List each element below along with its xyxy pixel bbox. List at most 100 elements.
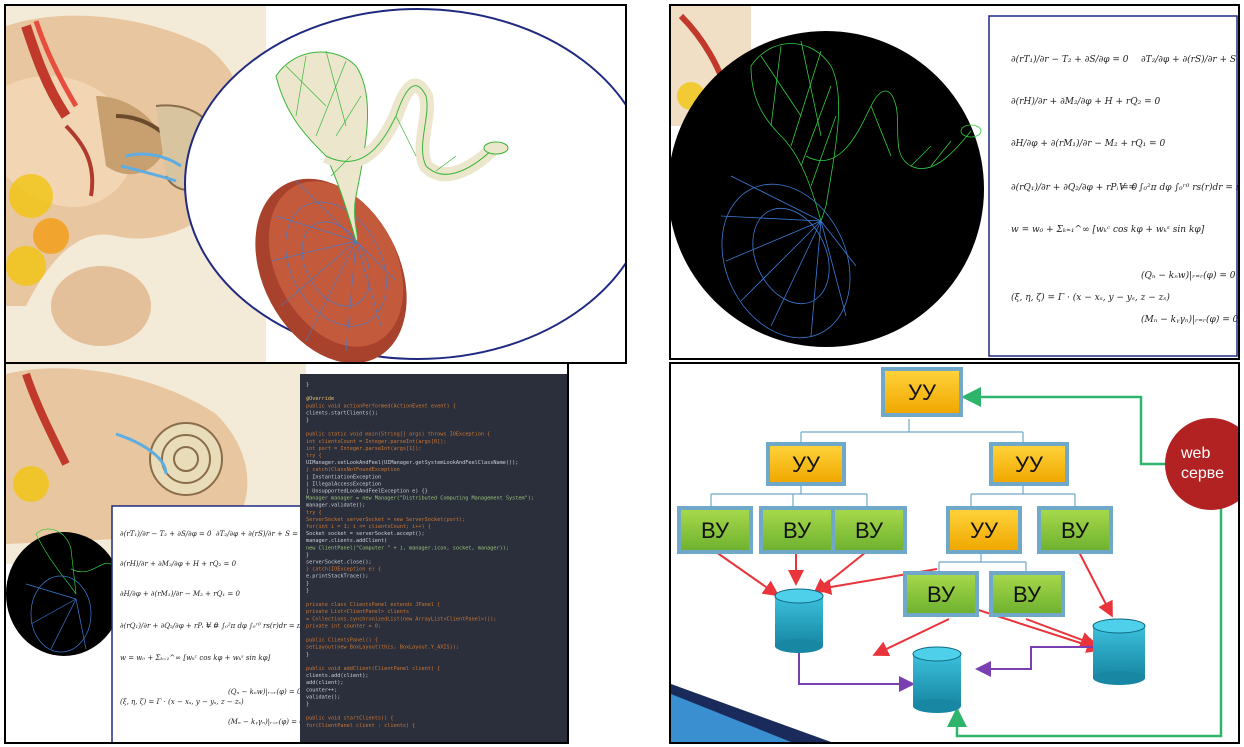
code-line: } xyxy=(306,652,309,658)
wireframe-equations-illustration: ∂(rT₁)/∂r − T₂ + ∂S/∂φ = 0 ∂T₂/∂φ + ∂(rS… xyxy=(671,6,1238,357)
code-line: } xyxy=(306,552,309,558)
mini-equation-8: (ξ, η, ζ) = Γ · (x − xₛ, y − yₛ, z − zₛ) xyxy=(120,698,244,706)
equation-7: w = w₀ + Σₖ₌₁^∞ [wₖᶜ cos kφ + wₖˢ sin kφ… xyxy=(1011,225,1205,235)
database-right[interactable] xyxy=(1092,618,1146,685)
code-line: clients.startClients(); xyxy=(306,410,378,416)
equations-box xyxy=(988,15,1238,357)
mini-equation-10: (Mₙ − kᵧγₙ)|ᵣ₌ᵣ(φ) = 0 xyxy=(228,718,304,726)
compute-unit-1-label: ВУ xyxy=(701,518,730,543)
equation-6: V = ∫₀²π dφ ∫₀ʳ⁰ rs(r)dr = πqr₀⁴/8 xyxy=(1119,182,1238,193)
code-line: | InstantiationException xyxy=(306,474,381,480)
equation-1: ∂(rT₁)/∂r − T₂ + ∂S/∂φ = 0 xyxy=(1011,54,1129,65)
code-view-panel: ∂(rT₁)/∂r − T₂ + ∂S/∂φ = 0 ∂T₂/∂φ + ∂(rS… xyxy=(4,362,569,744)
code-line: } catch(IOException e) { xyxy=(306,567,381,573)
eardrum-mesh xyxy=(255,178,407,362)
code-line: } xyxy=(306,588,309,594)
code-line: @Override xyxy=(306,396,334,402)
code-line: public void addClient(ClientPanel client… xyxy=(306,666,440,672)
mini-equation-2: ∂T₂/∂φ + ∂(rS)/∂r + S = 0 xyxy=(216,530,305,538)
code-line: add(client); xyxy=(306,680,343,686)
compute-to-db-arrows xyxy=(715,551,1113,657)
compute-unit-4-label: ВУ xyxy=(1061,518,1090,543)
equation-5: ∂(rQ₁)/∂r + ∂Q₂/∂φ + rPᵢ = 0 xyxy=(1011,182,1138,193)
code-line: public ClientsPanel() { xyxy=(306,638,378,644)
mini-equation-9: (Qₙ − kₙw)|ᵣ₌ᵣ(φ) = 0 xyxy=(228,688,302,696)
code-line: } xyxy=(306,581,309,587)
equation-4: ∂H/∂φ + ∂(rM₁)/∂r − M₂ + rQ₁ = 0 xyxy=(1011,138,1165,149)
compute-unit-4[interactable]: ВУ xyxy=(1037,506,1113,554)
code-line: Manager manager = new Manager("Distribut… xyxy=(306,496,534,502)
db-to-db-arrows xyxy=(798,646,1093,692)
code-view-illustration: ∂(rT₁)/∂r − T₂ + ∂S/∂φ = 0 ∂T₂/∂φ + ∂(rS… xyxy=(6,364,567,742)
mini-equation-7: w = w₀ + Σₖ₌₁^∞ [wₖᶜ cos kφ + wₖˢ sin kφ… xyxy=(120,654,271,662)
code-line: | UnsupportedLookAndFeelException e) {} xyxy=(306,489,428,495)
ear-model-illustration xyxy=(6,6,625,362)
wireframe-black-circle xyxy=(671,31,984,347)
code-line: int clientsCount = Integer.parseInt(args… xyxy=(306,439,447,445)
mid-controller-left[interactable]: УУ xyxy=(766,442,846,486)
web-server-label-line1: web xyxy=(1180,445,1210,462)
compute-unit-2[interactable]: ВУ xyxy=(759,506,835,554)
code-line: public static void main(String[] args) t… xyxy=(306,432,490,438)
code-line: try { xyxy=(306,510,322,516)
code-line: manager.clients.addClient( xyxy=(306,538,387,544)
top-controller-label: УУ xyxy=(908,380,937,405)
code-line: clients.add(client); xyxy=(306,673,368,679)
mid-controller-right[interactable]: УУ xyxy=(989,442,1069,486)
code-line: public void startClients() { xyxy=(306,716,393,722)
ear-anatomy-image xyxy=(6,6,266,362)
code-line: for(int i = 1; i <= clientsCount; i++) { xyxy=(306,524,431,530)
compute-unit-5-label: ВУ xyxy=(927,582,956,607)
database-left[interactable] xyxy=(774,588,824,653)
top-controller[interactable]: УУ xyxy=(881,367,963,417)
code-line: new ClientPanel("Computer " + i, manager… xyxy=(306,545,509,551)
ear-model-panel xyxy=(4,4,627,364)
code-line: public void actionPerformed(ActionEvent … xyxy=(306,403,456,409)
code-line: for(ClientPanel client : clients) { xyxy=(306,723,415,729)
compute-unit-6-label: ВУ xyxy=(1013,582,1042,607)
slide-corner-blue xyxy=(671,694,791,742)
network-diagram: УУ УУ УУ ВУ ВУ ВУ xyxy=(671,367,1238,742)
code-line: } xyxy=(306,702,309,708)
compute-unit-6[interactable]: ВУ xyxy=(989,571,1065,617)
server-links xyxy=(947,387,1223,738)
mid-controller-right-label: УУ xyxy=(1015,452,1044,477)
code-line: } catch(ClassNotFoundException xyxy=(306,467,400,473)
code-line: e.printStackTrace(); xyxy=(306,574,368,580)
ossicles-wireframe xyxy=(750,40,982,223)
code-line: private class ClientsPanel extends JPane… xyxy=(306,602,440,608)
code-line: int port = Integer.parseInt(args[1]); xyxy=(306,446,422,452)
equation-10: (Mₙ − kᵧγₙ)|ᵣ₌ᵣ(φ) = 0 xyxy=(1141,314,1238,325)
network-diagram-panel: УУ УУ УУ ВУ ВУ ВУ xyxy=(669,362,1240,744)
equation-2: ∂T₂/∂φ + ∂(rS)/∂r + S = 0 xyxy=(1141,54,1238,65)
compute-unit-5[interactable]: ВУ xyxy=(903,571,979,617)
compute-unit-1[interactable]: ВУ xyxy=(677,506,753,554)
code-line: } xyxy=(306,418,309,424)
code-line: validate(); xyxy=(306,694,340,700)
mini-equation-6: V = ∫₀²π dφ ∫₀ʳ⁰ rs(r)dr = πqr₀⁴/8 xyxy=(206,622,322,630)
mid-controller-left-label: УУ xyxy=(792,452,821,477)
web-server-label-line2: серве xyxy=(1181,465,1224,482)
web-server[interactable]: web серве xyxy=(1165,418,1238,510)
equation-9: (Qₙ − kₙw)|ᵣ₌ᵣ(φ) = 0 xyxy=(1141,270,1236,281)
equation-3: ∂(rH)/∂r + ∂M₂/∂φ + H + rQ₂ = 0 xyxy=(1011,96,1160,107)
database-center[interactable] xyxy=(912,646,962,713)
code-line: ServerSocket serverSocket = new ServerSo… xyxy=(306,517,465,523)
mini-equations-box xyxy=(111,505,303,742)
code-line: = Collections.synchronizedList(new Array… xyxy=(306,616,497,622)
equation-8: (ξ, η, ζ) = Γ · (x − xₛ, y − yₛ, z − zₛ) xyxy=(1011,292,1170,303)
code-line: } xyxy=(306,382,309,388)
code-line: try { xyxy=(306,453,322,459)
sub-controller[interactable]: УУ xyxy=(946,506,1022,554)
ossicles-mesh xyxy=(275,50,509,242)
code-line: | IllegalAccessException xyxy=(306,481,381,487)
compute-unit-2-label: ВУ xyxy=(783,518,812,543)
mini-wireframe-circle xyxy=(6,532,122,656)
sub-controller-label: УУ xyxy=(970,518,999,543)
code-line: serverSocket.close(); xyxy=(306,560,372,566)
mini-equation-1: ∂(rT₁)/∂r − T₂ + ∂S/∂φ = 0 xyxy=(120,530,212,538)
code-line: private List<ClientPanel> clients xyxy=(306,609,409,615)
compute-unit-3[interactable]: ВУ xyxy=(831,506,907,554)
code-line: UIManager.setLookAndFeel(UIManager.getSy… xyxy=(306,460,518,466)
